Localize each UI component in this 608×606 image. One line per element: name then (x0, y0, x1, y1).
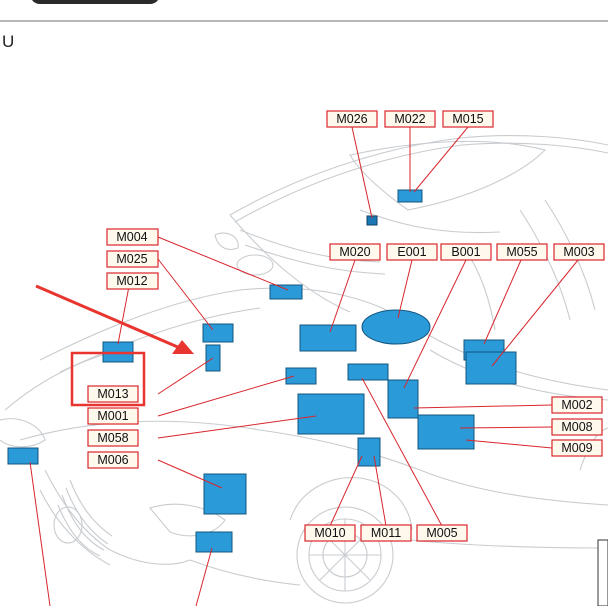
svg-text:E001: E001 (397, 245, 426, 259)
label-m011[interactable]: M011 (360, 524, 412, 542)
label-m002[interactable]: M002 (551, 396, 603, 414)
component-lower-front (195, 531, 233, 553)
component-m001 (285, 367, 317, 385)
component-m003 (465, 351, 517, 385)
component-e001 (361, 309, 431, 345)
svg-text:M009: M009 (561, 441, 592, 455)
svg-text:M001: M001 (97, 409, 128, 423)
label-e001[interactable]: E001 (386, 243, 438, 261)
toolbar-divider (0, 20, 608, 22)
top-toolbar-strip (0, 0, 608, 22)
svg-text:M005: M005 (426, 526, 457, 540)
label-m010[interactable]: M010 (304, 524, 356, 542)
toolbar-knob (30, 0, 160, 4)
label-m001[interactable]: M001 (87, 407, 139, 425)
svg-text:M006: M006 (97, 453, 128, 467)
component-m002-m008-m009 (417, 414, 475, 450)
corner-letter: U (2, 32, 15, 51)
component-m058 (297, 393, 365, 435)
label-m012[interactable]: M012 (106, 272, 159, 290)
svg-text:M002: M002 (561, 398, 592, 412)
component-m025 (202, 323, 234, 343)
label-m004[interactable]: M004 (106, 228, 159, 246)
svg-text:M058: M058 (97, 431, 128, 445)
label-m006[interactable]: M006 (87, 451, 139, 469)
svg-text:M008: M008 (561, 420, 592, 434)
svg-text:M022: M022 (394, 112, 425, 126)
components (7, 189, 517, 553)
component-m010-m011 (357, 437, 381, 467)
svg-text:M013: M013 (97, 387, 128, 401)
label-m009[interactable]: M009 (551, 439, 603, 457)
component-m005 (347, 363, 389, 381)
component-m020 (299, 324, 357, 352)
label-m055[interactable]: M055 (496, 243, 548, 261)
label-m008[interactable]: M008 (551, 418, 603, 436)
svg-text:M004: M004 (116, 230, 147, 244)
svg-text:M003: M003 (563, 245, 594, 259)
label-m022[interactable]: M022 (384, 110, 436, 128)
svg-text:M020: M020 (339, 245, 370, 259)
label-m020[interactable]: M020 (329, 243, 381, 261)
component-m004 (269, 284, 303, 300)
svg-text:M011: M011 (371, 526, 401, 540)
label-m005[interactable]: M005 (416, 524, 468, 542)
component-m006 (203, 473, 247, 515)
label-m003[interactable]: M003 (553, 243, 605, 261)
svg-text:B001: B001 (451, 245, 480, 259)
component-front-left (7, 447, 39, 465)
label-m025[interactable]: M025 (106, 250, 159, 268)
label-m026[interactable]: M026 (326, 110, 378, 128)
component-b001 (387, 379, 419, 419)
label-b001[interactable]: B001 (440, 243, 492, 261)
svg-text:M026: M026 (336, 112, 367, 126)
svg-text:M015: M015 (452, 112, 483, 126)
label-m013[interactable]: M013 (87, 385, 139, 403)
pointer-arrow (35, 284, 194, 354)
svg-text:M010: M010 (314, 526, 345, 540)
svg-text:M055: M055 (506, 245, 537, 259)
label-m015[interactable]: M015 (442, 110, 494, 128)
svg-text:M012: M012 (116, 274, 147, 288)
edge-frame (597, 539, 608, 606)
highlight-box-m013 (70, 351, 146, 407)
leader-lines (29, 126, 579, 606)
svg-text:M025: M025 (116, 252, 147, 266)
label-m058[interactable]: M058 (87, 429, 139, 447)
